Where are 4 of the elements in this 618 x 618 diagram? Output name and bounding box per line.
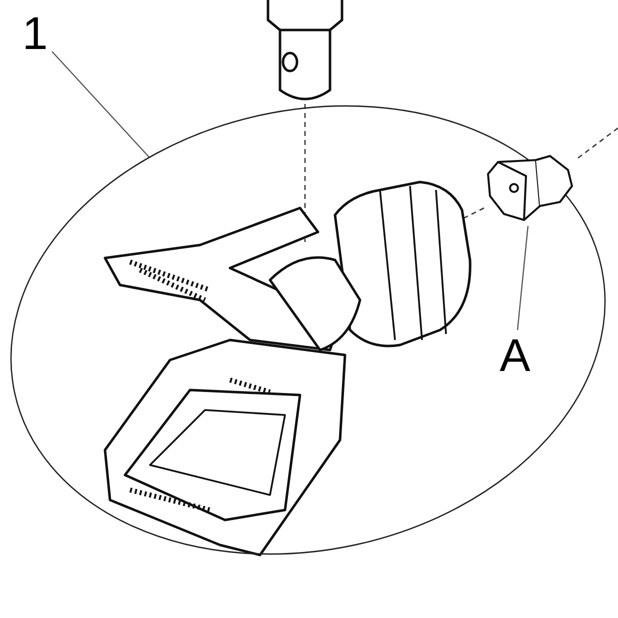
callout-label: 1 [22, 10, 48, 56]
callout-label: A [500, 332, 530, 378]
leader-line [516, 226, 529, 330]
leader-line [52, 51, 150, 158]
